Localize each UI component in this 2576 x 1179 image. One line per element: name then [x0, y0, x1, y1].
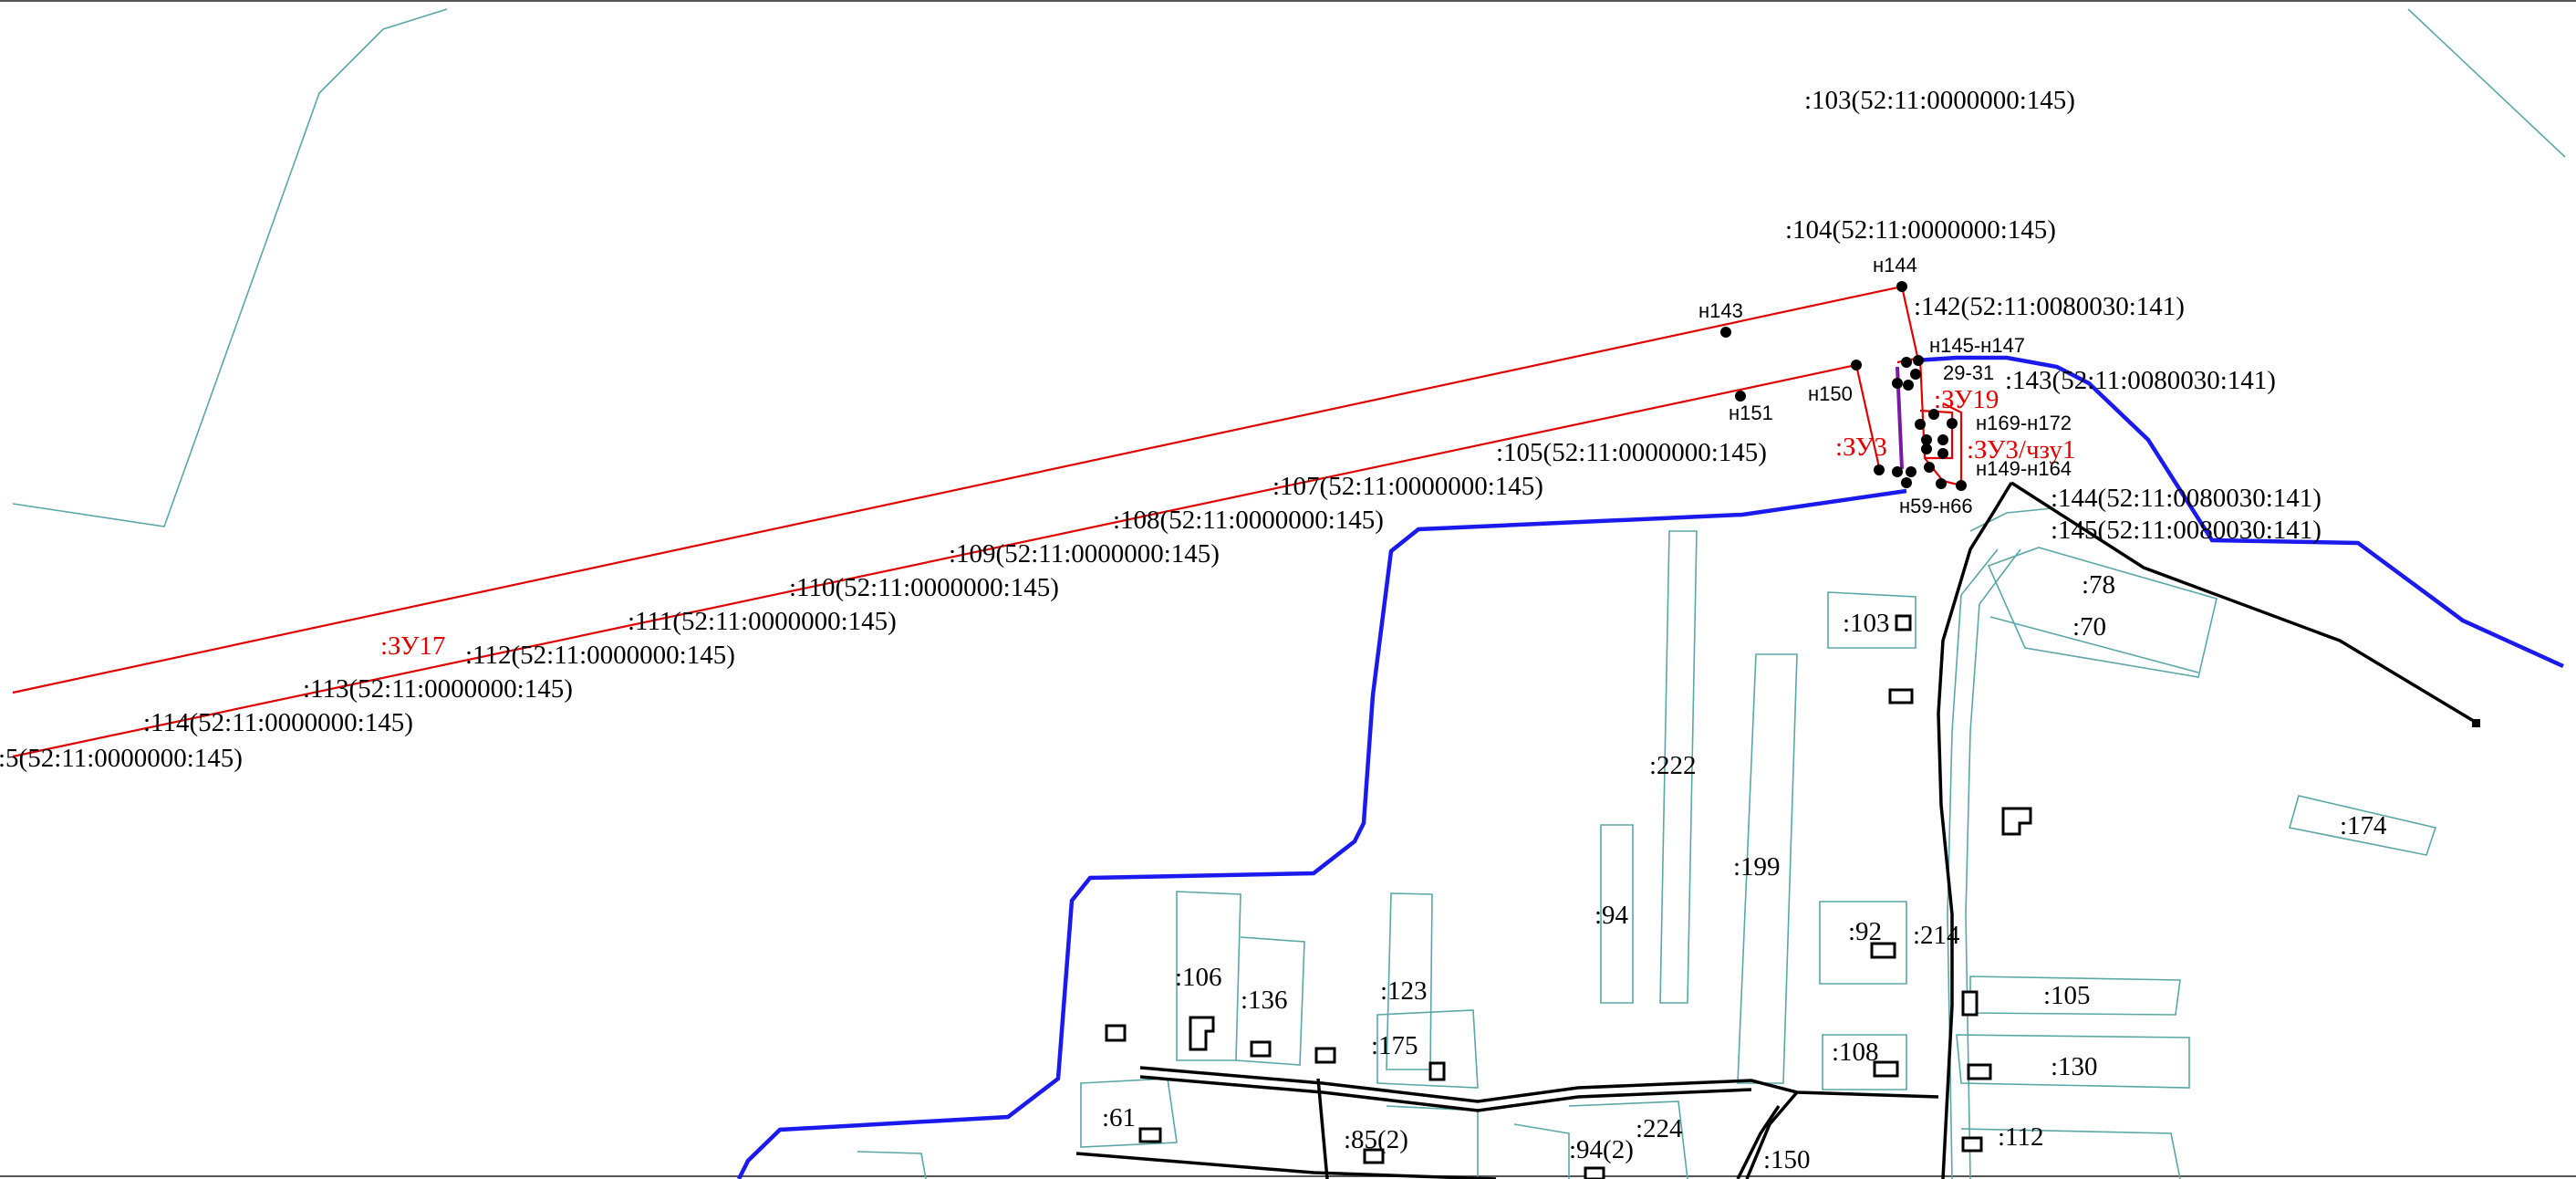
lot-label: :94(2)	[1569, 1135, 1634, 1164]
point-label: н143	[1698, 299, 1743, 322]
parcel-labels: :103(52:11:0000000:145) :104(52:11:00000…	[0, 86, 2322, 773]
lot-label: :112	[1998, 1122, 2043, 1152]
lot-label: :78	[2082, 570, 2115, 600]
parcel-label: :107(52:11:0000000:145)	[1272, 472, 1543, 501]
point-label: н151	[1729, 402, 1773, 424]
road-end-marker	[2472, 719, 2480, 727]
lot-label: :103	[1843, 609, 1890, 638]
lot-label: :92	[1848, 917, 1882, 946]
point-label: н149-н164	[1976, 457, 2072, 480]
lot-label: :174	[2340, 811, 2387, 840]
parcel-label: :110(52:11:0000000:145)	[789, 573, 1059, 602]
parcel-label: :114(52:11:0000000:145)	[143, 708, 413, 737]
project-labels: :ЗУ17 :ЗУ19 :ЗУ3 :ЗУ3/чзу1	[380, 385, 2075, 661]
lot-labels: :78 :70 :103 :222 :174 :199 :94 :92 :214…	[1102, 570, 2387, 1174]
lot-label: :214	[1913, 921, 1960, 950]
project-label: :ЗУ17	[380, 631, 445, 661]
lot-label: :222	[1649, 751, 1697, 780]
parcel-label: :103(52:11:0000000:145)	[1804, 86, 2075, 115]
lot-label: :175	[1371, 1031, 1418, 1060]
cadastral-lines	[12, 8, 2566, 1179]
lot-label: :224	[1636, 1114, 1683, 1143]
parcel-label: :111(52:11:0000000:145)	[628, 607, 897, 636]
parcel-label: :109(52:11:0000000:145)	[949, 539, 1220, 569]
parcel-label: :105(52:11:0000000:145)	[1496, 438, 1767, 467]
lot-label: :106	[1175, 963, 1222, 992]
point-label: н150	[1808, 382, 1853, 405]
settlement-boundary	[736, 355, 2564, 1179]
roads	[1075, 481, 2477, 1179]
parcel-label: :142(52:11:0080030:141)	[1914, 292, 2185, 321]
lot-label: :85(2)	[1344, 1125, 1408, 1154]
project-label: :ЗУ3	[1835, 433, 1887, 462]
point-label: н144	[1873, 254, 1917, 276]
point-labels: н144 н143 н145-н147 29-31 н150 н151 н169…	[1698, 254, 2072, 517]
lot-label: :105	[2043, 981, 2091, 1010]
point-label: н59-н66	[1899, 495, 1973, 517]
point-label: н145-н147	[1929, 334, 2025, 357]
project-label: :ЗУ19	[1934, 385, 1999, 414]
lot-label: :94	[1594, 901, 1629, 930]
parcel-label: :5(52:11:0000000:145)	[0, 744, 243, 773]
parcel-label: :113(52:11:0000000:145)	[303, 674, 573, 704]
project-label: :ЗУ3/чзу1	[1967, 435, 2075, 464]
lot-label: :108	[1832, 1038, 1879, 1067]
parcel-label: :104(52:11:0000000:145)	[1785, 215, 2056, 245]
point-label: 29-31	[1943, 361, 1994, 384]
parcel-label: :108(52:11:0000000:145)	[1113, 506, 1384, 535]
point-label: н169-н172	[1976, 412, 2072, 434]
lot-label: :150	[1763, 1145, 1811, 1174]
parcel-label: :144(52:11:0080030:141)	[2051, 484, 2322, 513]
buildings	[1105, 614, 2032, 1179]
parcel-label: :112(52:11:0000000:145)	[465, 641, 735, 670]
parcel-label: :145(52:11:0080030:141)	[2051, 516, 2322, 545]
lot-label: :199	[1733, 852, 1781, 882]
lot-label: :123	[1380, 976, 1428, 1006]
lot-label: :61	[1102, 1103, 1136, 1132]
boundary-points	[1720, 281, 1967, 491]
lot-label: :130	[2051, 1052, 2098, 1081]
lot-label: :70	[2072, 612, 2106, 642]
lot-label: :136	[1241, 986, 1288, 1015]
parcel-label: :143(52:11:0080030:141)	[2005, 366, 2276, 395]
